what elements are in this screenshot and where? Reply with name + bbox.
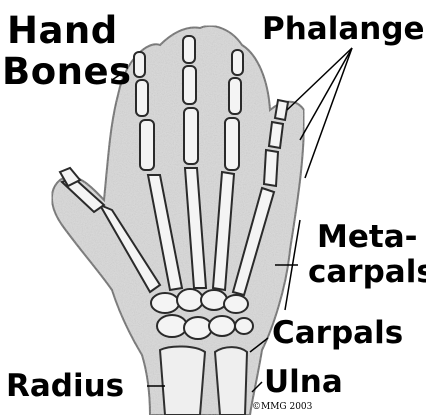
label-radius: Radius xyxy=(6,371,124,402)
label-carpals: Carpals xyxy=(272,318,403,349)
ulna-bone xyxy=(215,347,247,415)
title-line-1: Hand xyxy=(7,12,118,49)
label-metacarpals-line-2: carpals xyxy=(308,257,426,288)
radius-bone xyxy=(160,346,205,415)
label-phalanges: Phalanges xyxy=(262,14,426,45)
label-metacarpals-line-1: Meta- xyxy=(317,222,417,253)
title-line-2: Bones xyxy=(2,53,132,90)
copyright-notice: ©MMG 2003 xyxy=(252,402,312,412)
label-ulna: Ulna xyxy=(264,367,343,398)
